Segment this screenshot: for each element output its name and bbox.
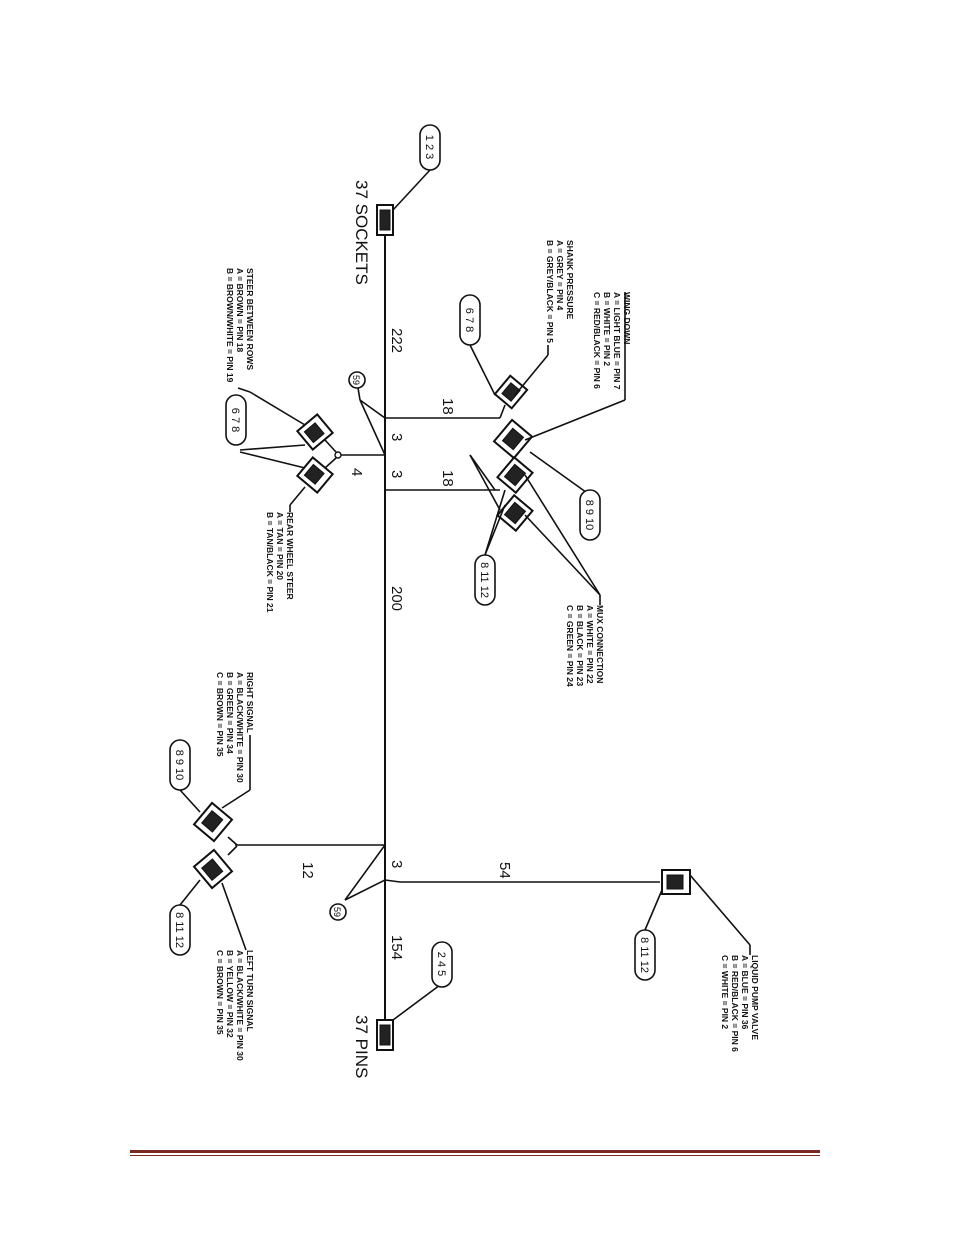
pump-b: B = RED/BLACK = PIN 6	[730, 955, 740, 1052]
wing-down-b: B = WHITE = PIN 2	[602, 292, 612, 366]
ground-tag-top-text: 59	[351, 375, 361, 385]
steer-bubble	[225, 394, 247, 446]
mux-a: A = WHITE = PIN 22	[585, 605, 595, 684]
footer-rule-thin	[130, 1155, 820, 1156]
pump-title: LIQUID PUMP VALVE	[750, 955, 760, 1040]
left-signal-c: C = BROWN = PIN 35	[215, 950, 225, 1035]
mux-b: B = BLACK = PIN 23	[575, 605, 585, 687]
segment-18b: 18	[439, 470, 456, 487]
steer-a: A = BROWN = PIN 18	[235, 268, 245, 353]
rear-a: A = TAN = PIN 20	[275, 512, 285, 580]
steer-title: STEER BETWEEN ROWS	[245, 268, 255, 370]
callout-left-turn-signal: LEFT TURN SIGNAL A = BLACK/WHITE = PIN 3…	[215, 950, 255, 1061]
segment-54: 54	[496, 862, 513, 879]
steer-bubble-text: 6 7 8	[229, 408, 241, 432]
wing-bubble-text: 8 9 10	[583, 500, 595, 531]
right-signal-a: A = BLACK/WHITE = PIN 30	[235, 672, 245, 783]
steer-between-rows-connector	[237, 387, 337, 453]
pump-bubble-text: 8 11 12	[638, 937, 650, 973]
left-signal-title: LEFT TURN SIGNAL	[245, 950, 255, 1032]
right-signal-c: C = BROWN = PIN 35	[215, 672, 225, 757]
segment-200: 200	[388, 586, 405, 611]
segment-18a: 18	[439, 398, 456, 415]
mux-connection-connectors: 8 11 12	[469, 454, 601, 606]
wing-down-title: WING DOWN	[622, 292, 632, 344]
mux-bubble-text: 8 11 12	[478, 562, 490, 598]
shank-pressure-connector: 6 7 8	[459, 294, 549, 419]
left-signal-a: A = BLACK/WHITE = PIN 30	[235, 950, 245, 1061]
ground-tag-bottom: 59	[329, 844, 386, 921]
pins-label: 37 PINS	[352, 1015, 371, 1078]
sockets-connector: 1 2 3	[376, 124, 441, 236]
rear-title: REAR WHEEL STEER	[285, 512, 295, 600]
shank-a: A = GREY = PIN 4	[555, 240, 565, 311]
segment-154: 154	[388, 935, 405, 960]
pump-c: C = WHITE = PIN 2	[720, 955, 730, 1029]
sockets-label: 37 SOCKETS	[352, 180, 371, 285]
ground-tag-top: 59	[348, 371, 386, 456]
right-signal-connector: 8 9 10	[169, 735, 251, 846]
callout-right-signal: RIGHT SIGNAL A = BLACK/WHITE = PIN 30 B …	[215, 672, 255, 783]
segment-3b: 3	[388, 470, 405, 478]
callout-rear-wheel-steer: REAR WHEEL STEER A = TAN = PIN 20 B = TA…	[265, 512, 295, 613]
wing-down-a: A = LIGHT BLUE = PIN 7	[612, 292, 622, 390]
segment-222: 222	[388, 328, 405, 353]
ground-tag-bottom-text: 59	[332, 907, 342, 917]
rear-wheel-steer-connector	[239, 451, 337, 512]
branch-54-line	[384, 879, 401, 883]
callout-wing-down: WING DOWN A = LIGHT BLUE = PIN 7 B = WHI…	[592, 292, 632, 390]
callout-mux-connection: MUX CONNECTION A = WHITE = PIN 22 B = BL…	[565, 605, 605, 687]
footer-rule	[130, 1150, 820, 1153]
segment-3c: 3	[388, 860, 405, 868]
left-signal-connector: 8 11 12	[169, 845, 247, 956]
right-signal-b: B = GREEN = PIN 34	[225, 672, 235, 754]
callout-liquid-pump-valve: LIQUID PUMP VALVE A = BLUE = PIN 36 B = …	[720, 955, 760, 1052]
right-signal-title: RIGHT SIGNAL	[245, 672, 255, 733]
left-signal-b: B = YELLOW = PIN 32	[225, 950, 235, 1038]
shank-b: B = GREY/BLACK = PIN 5	[545, 240, 555, 343]
pins-bubble-text: 2 4 5	[435, 952, 447, 976]
pins-connector: 2 4 5	[376, 941, 453, 1051]
mux-title: MUX CONNECTION	[595, 605, 605, 683]
wing-down-connector: 8 9 10	[492, 292, 626, 541]
shank-bubble-text: 6 7 8	[463, 308, 475, 332]
callout-shank-pressure: SHANK PRESSURE A = GREY = PIN 4 B = GREY…	[545, 240, 575, 343]
right-signal-bubble-text: 8 9 10	[173, 750, 185, 781]
segment-12: 12	[299, 862, 316, 879]
wing-down-c: C = RED/BLACK = PIN 6	[592, 292, 602, 389]
callout-steer-between-rows: STEER BETWEEN ROWS A = BROWN = PIN 18 B …	[225, 268, 255, 383]
pump-a: A = BLUE = PIN 36	[740, 955, 750, 1030]
mux-c: C = GREEN = PIN 24	[565, 605, 575, 687]
steer-b: B = BROWN/WHITE = PIN 19	[225, 268, 235, 383]
liquid-pump-valve-connector: 8 11 12	[634, 869, 751, 981]
sockets-bubble-text: 1 2 3	[423, 135, 435, 159]
segment-4: 4	[348, 468, 365, 476]
rear-b: B = TAN/BLACK = PIN 21	[265, 512, 275, 613]
left-signal-bubble-text: 8 11 12	[173, 912, 185, 948]
shank-title: SHANK PRESSURE	[565, 240, 575, 320]
segment-3a: 3	[388, 433, 405, 441]
